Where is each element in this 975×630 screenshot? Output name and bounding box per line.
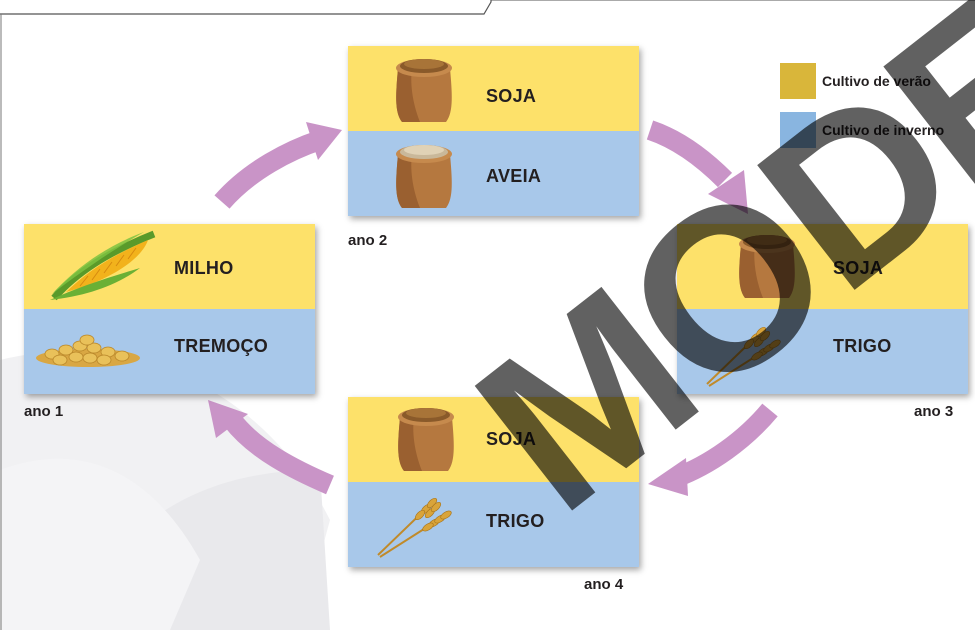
wheat-icon: [706, 326, 781, 387]
winter-crop-label: TRIGO: [486, 511, 545, 531]
winter-crop-label: TRIGO: [833, 336, 892, 356]
winter-band: [677, 309, 968, 394]
grain-sack-icon: [396, 145, 452, 208]
summer-crop-label: MILHO: [174, 258, 234, 278]
year-1-label: ano 1: [24, 403, 64, 420]
legend-summer-label: Cultivo de verão: [822, 73, 931, 89]
summer-crop-label: SOJA: [486, 86, 537, 106]
lupin-seeds-icon: [36, 334, 140, 367]
winter-crop-label: TREMOÇO: [174, 336, 269, 356]
year-3-label: ano 3: [914, 403, 954, 420]
wheat-icon: [377, 497, 452, 558]
summer-crop-label: SOJA: [486, 429, 537, 449]
year-2-box: SOJA AVEIA: [348, 46, 639, 216]
summer-band: [348, 397, 639, 482]
legend-summer-swatch: [780, 63, 816, 99]
year-4-label: ano 4: [584, 576, 624, 593]
corn-icon: [50, 230, 156, 301]
winter-band: [348, 482, 639, 567]
grain-sack-icon: [739, 235, 795, 298]
grain-sack-icon: [398, 408, 454, 471]
year-3-box: SOJA TRIGO: [677, 224, 968, 394]
year-4-box: SOJA TRIGO: [348, 397, 639, 567]
summer-band: [677, 224, 968, 309]
winter-band: [348, 131, 639, 216]
winter-crop-label: AVEIA: [486, 166, 542, 186]
legend-winter-swatch: [780, 112, 816, 148]
summer-crop-label: SOJA: [833, 258, 884, 278]
legend-winter-label: Cultivo de inverno: [822, 122, 945, 138]
year-2-label: ano 2: [348, 232, 388, 249]
year-1-box: MILHO TREMOÇO: [24, 224, 315, 394]
grain-sack-icon: [396, 59, 452, 122]
